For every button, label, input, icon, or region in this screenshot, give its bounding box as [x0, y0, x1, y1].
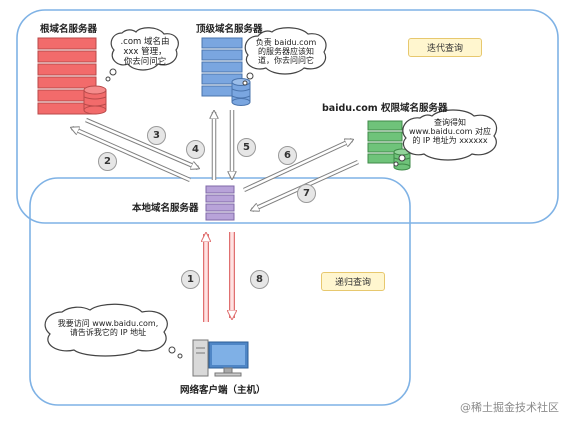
local-server-label: 本地域名服务器: [132, 203, 199, 214]
tld-bubble-text: 负责 baidu.com 的服务器应该知 道，你去问问它: [255, 38, 317, 66]
authoritative-server-label: baidu.com 权限域名服务器: [322, 103, 448, 114]
root-server-label: 根域名服务器: [40, 24, 98, 35]
step-5-number: 5: [237, 138, 256, 157]
step-2-number: 2: [98, 152, 117, 171]
database-icon: [83, 85, 107, 115]
root-server-icon: [37, 37, 107, 115]
iterative-query-region: [16, 9, 559, 224]
speech-bubble-icon: [44, 303, 183, 359]
tld-server-label: 顶级域名服务器: [196, 24, 263, 35]
watermark: @稀土掘金技术社区: [460, 401, 559, 414]
client-bubble-text: 我要访问 www.baidu.com, 请告诉我它的 IP 地址: [57, 319, 159, 338]
arrow-2: [72, 125, 191, 183]
speech-bubble-icon: [242, 27, 327, 86]
computer-icon: [192, 339, 249, 377]
authoritative-bubble-text: 查询得知 www.baidu.com 对应 的 IP 地址为 xxxxxx: [409, 118, 491, 146]
speech-bubble-icon: [105, 27, 179, 82]
step-7-number: 7: [297, 184, 316, 203]
local-server-icon: [205, 185, 235, 221]
step-6-number: 6: [278, 146, 297, 165]
recursive-query-region: [29, 177, 411, 406]
arrow-3: [85, 117, 198, 171]
client-label: 网络客户端（主机）: [180, 385, 266, 396]
arrow-6: [243, 137, 352, 193]
speech-bubble-icon: [393, 109, 498, 167]
step-1-number: 1: [181, 270, 200, 289]
root-bubble-text: .com 域名由 xxx 管理， 你去问问它: [120, 37, 170, 67]
tld-server-icon: [201, 37, 251, 106]
authoritative-server-icon: [367, 120, 411, 171]
recursive-query-badge: 递归查询: [321, 272, 385, 291]
iterative-query-badge: 迭代查询: [408, 38, 482, 57]
step-8-number: 8: [250, 270, 269, 289]
step-3-number: 3: [147, 126, 166, 145]
step-4-number: 4: [186, 140, 205, 159]
